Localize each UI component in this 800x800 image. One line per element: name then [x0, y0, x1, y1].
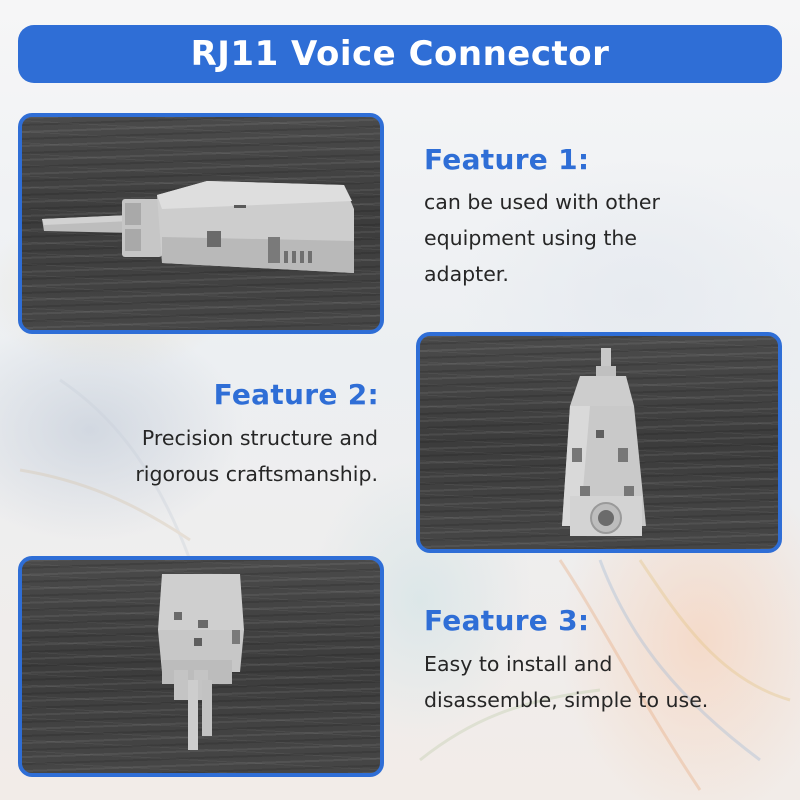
feature-2-description: Precision structure and rigorous craftsm… [135, 420, 378, 492]
feature-1-description: can be used with other equipment using t… [424, 184, 660, 292]
connector-front-illustration [562, 348, 646, 536]
feature-1-line: adapter. [424, 262, 509, 286]
feature-3-line: Easy to install and [424, 652, 613, 676]
product-photo-side-view [18, 113, 384, 334]
feature-1-line: can be used with other [424, 190, 660, 214]
feature-2-line: Precision structure and [141, 426, 378, 450]
feature-1-line: equipment using the [424, 226, 637, 250]
feature-3-line: disassemble, simple to use. [424, 688, 709, 712]
product-photo-top-view [18, 556, 384, 777]
feature-3-heading: Feature 3: [424, 604, 590, 637]
connector-top-illustration [158, 574, 244, 750]
connector-side-illustration [42, 181, 354, 273]
product-photo-front-view [416, 332, 782, 553]
feature-1-heading: Feature 1: [424, 143, 590, 176]
feature-2-line: rigorous craftsmanship. [135, 462, 378, 486]
feature-3-description: Easy to install and disassemble, simple … [424, 646, 708, 718]
title-banner: RJ11 Voice Connector [18, 25, 782, 83]
feature-2-heading: Feature 2: [213, 378, 379, 411]
page-title: RJ11 Voice Connector [190, 34, 610, 74]
